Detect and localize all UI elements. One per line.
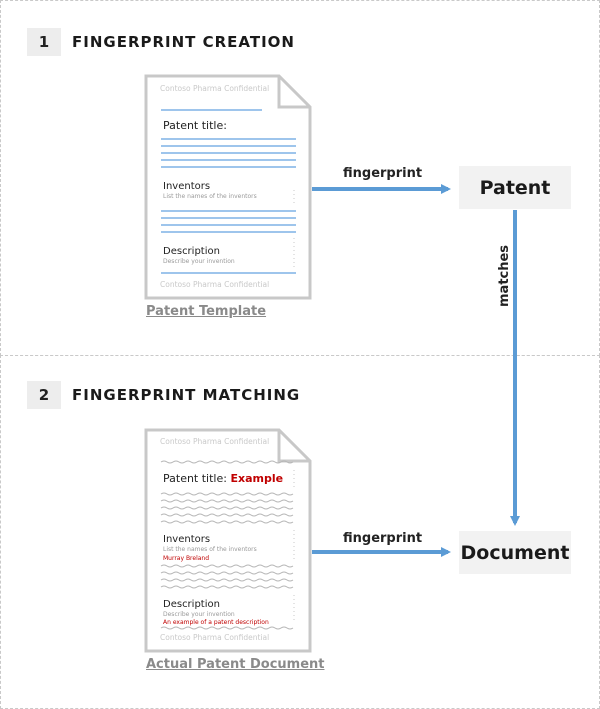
- section-number-2: 2: [27, 381, 61, 409]
- template-field-title-label: Patent title:: [163, 119, 227, 132]
- actual-patent-document-caption[interactable]: Actual Patent Document: [146, 657, 325, 672]
- fingerprint-label-matching: fingerprint: [343, 531, 423, 546]
- actual-watermark-top: Contoso Pharma Confidential: [160, 437, 269, 446]
- actual-patent-document: Contoso Pharma Confidential Patent title…: [144, 428, 312, 653]
- actual-field-title-value: Example: [230, 472, 283, 485]
- patent-template-caption[interactable]: Patent Template: [146, 304, 267, 319]
- patent-node: Patent: [459, 166, 571, 209]
- template-field-inventors-label: Inventors: [163, 181, 210, 192]
- patent-template-document: Contoso Pharma Confidential Patent title…: [144, 74, 312, 300]
- actual-watermark-bottom: Contoso Pharma Confidential: [160, 633, 269, 642]
- fingerprint-label-creation: fingerprint: [343, 166, 423, 181]
- actual-field-title-label: Patent title: Example: [163, 472, 283, 485]
- actual-field-inventors-label: Inventors: [163, 534, 210, 545]
- actual-field-inventors-hint: List the names of the inventors: [163, 546, 257, 553]
- matches-label: matches: [497, 244, 512, 307]
- section-title-creation: FINGERPRINT CREATION: [72, 33, 295, 51]
- template-field-description-label: Description: [163, 246, 220, 257]
- actual-field-description-hint: Describe your invention: [163, 611, 235, 618]
- document-node: Document: [459, 531, 571, 574]
- section-title-matching: FINGERPRINT MATCHING: [72, 386, 301, 404]
- actual-field-inventors-value: Murray Breland: [163, 555, 209, 562]
- template-watermark-bottom: Contoso Pharma Confidential: [160, 280, 269, 289]
- template-watermark-top: Contoso Pharma Confidential: [160, 84, 269, 93]
- template-field-description-hint: Describe your invention: [163, 258, 235, 265]
- actual-field-description-label: Description: [163, 599, 220, 610]
- actual-field-description-value: An example of a patent description: [163, 619, 269, 626]
- template-field-inventors-hint: List the names of the inventors: [163, 193, 257, 200]
- section-number-1: 1: [27, 28, 61, 56]
